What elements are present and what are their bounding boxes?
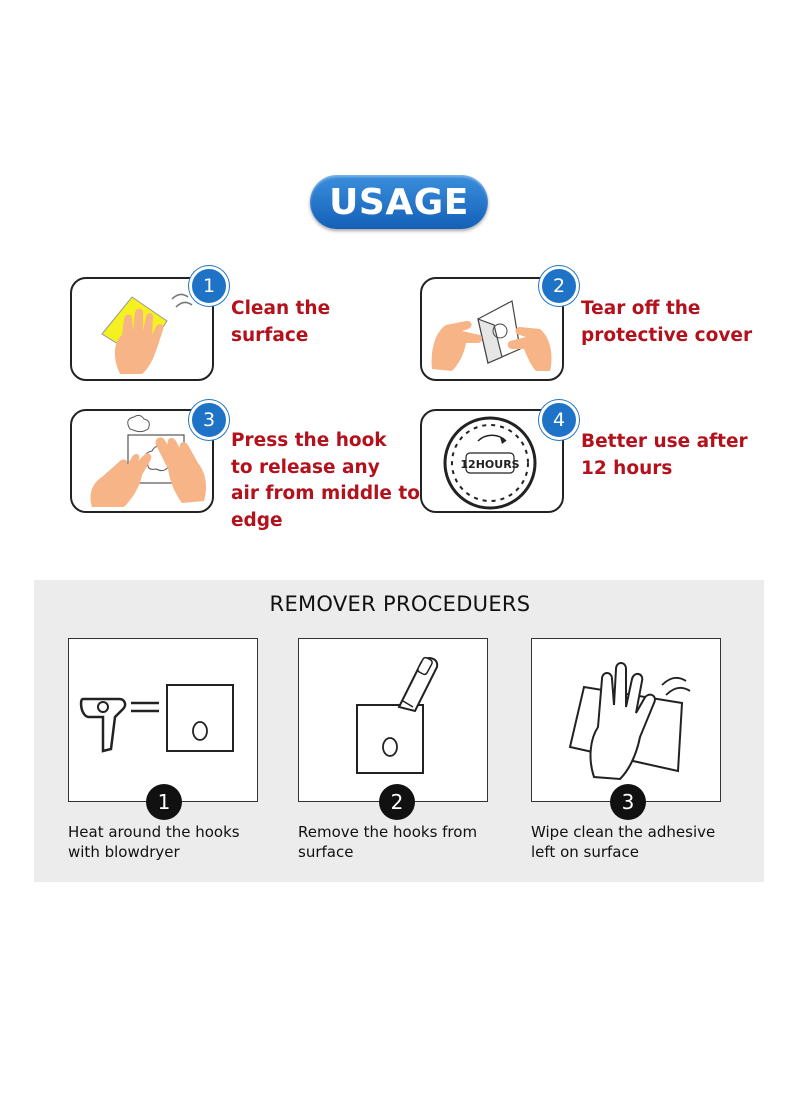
remover-step-2-number: 2 (379, 784, 415, 820)
usage-step-2-number: 2 (539, 266, 579, 306)
usage-step-4-number: 4 (539, 400, 579, 440)
clock-icon: 12HOURS (443, 416, 537, 510)
wipe-hand-icon (568, 662, 691, 781)
usage-step-2-text: Tear off the protective cover (581, 298, 753, 346)
usage-step-4-text: Better use after 12 hours (581, 431, 748, 479)
remover-title: REMOVER PROCEDUERS (269, 592, 531, 616)
usage-step-3-text: Press the hook to release any air from m… (231, 430, 420, 531)
hair-dryer-icon (79, 684, 234, 753)
usage-step-1-number: 1 (189, 266, 229, 306)
usage-title: USAGE (310, 175, 488, 229)
remover-step-3-number: 3 (610, 784, 646, 820)
usage-step-3-number: 3 (189, 400, 229, 440)
press-hook-icon (90, 414, 206, 507)
usage-step-1-text: Clean the surface (231, 298, 331, 346)
clock-label: 12HOURS (460, 458, 519, 471)
scraper-icon (356, 656, 439, 774)
remover-step-3-image (531, 638, 721, 802)
remover-step-1-text: Heat around the hooks with blowdryer (68, 823, 240, 861)
remover-step-3-text: Wipe clean the adhesive left on surface (531, 823, 716, 861)
remover-step-1-image (68, 638, 258, 802)
remover-step-2-image (298, 638, 488, 802)
remover-step-1-number: 1 (146, 784, 182, 820)
remover-step-2-text: Remove the hooks from surface (298, 823, 478, 861)
peel-cover-icon (431, 300, 552, 371)
wipe-cloth-icon (101, 293, 193, 374)
